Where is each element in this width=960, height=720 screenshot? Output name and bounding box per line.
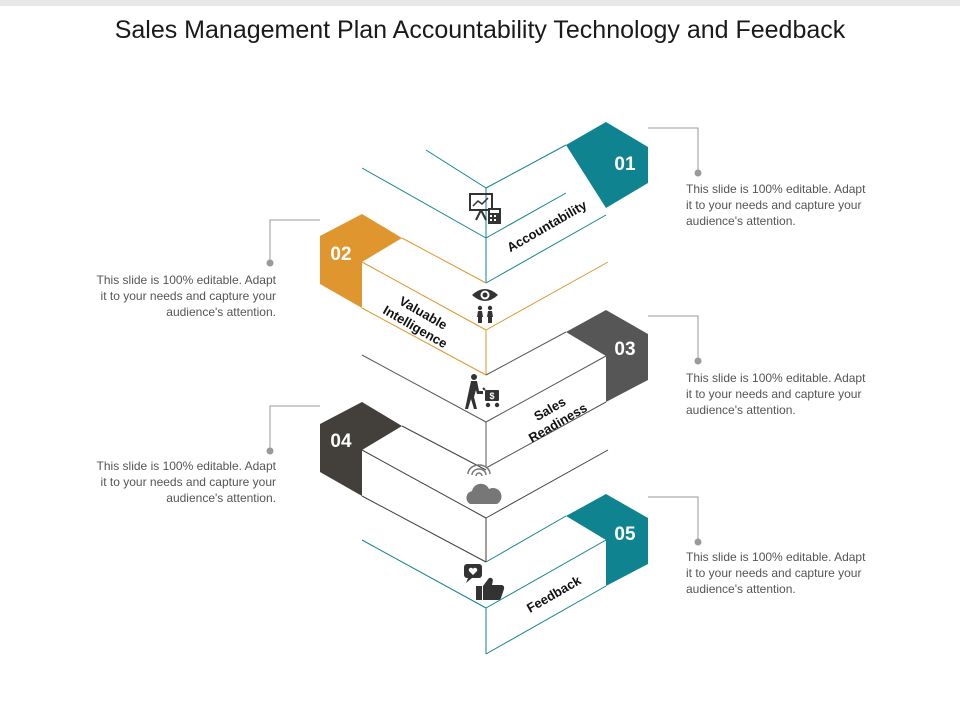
step-4-description-line: This slide is 100% editable. Adapt — [96, 459, 276, 473]
connector-3 — [648, 315, 702, 365]
step-3-number: 03 — [614, 339, 635, 360]
step-4-number: 04 — [330, 431, 352, 452]
step-5-description-line: audience's attention. — [686, 582, 796, 596]
step-2-chevron — [320, 214, 609, 376]
connector-5 — [648, 496, 702, 546]
step-4-accent — [320, 402, 402, 496]
step-2-description-line: it to your needs and capture your — [100, 289, 276, 303]
step-2-description-line: audience's attention. — [166, 305, 276, 319]
step-1-number: 01 — [614, 154, 636, 175]
slide-title: Sales Management Plan Accountability Tec… — [114, 16, 846, 44]
svg-text:$: $ — [489, 391, 494, 401]
step-2-description-line: This slide is 100% editable. Adapt — [96, 273, 276, 287]
wifi-cloud-icon — [466, 464, 502, 504]
step-1-description-line: This slide is 100% editable. Adapt — [686, 182, 866, 196]
step-5-chevron — [361, 494, 648, 655]
top-bar — [0, 0, 960, 6]
step-1-description-line: it to your needs and capture your — [686, 198, 862, 212]
step-3-description-line: audience's attention. — [686, 403, 796, 417]
step-4-description-line: audience's attention. — [166, 491, 276, 505]
step-3-description: This slide is 100% editable. Adapt it to… — [686, 370, 896, 418]
step-3-description-line: This slide is 100% editable. Adapt — [686, 371, 866, 385]
step-2-description: This slide is 100% editable. Adapt it to… — [66, 272, 276, 320]
step-4-chevron — [320, 402, 609, 563]
connector-1 — [648, 127, 702, 177]
connector-4 — [266, 405, 320, 455]
connector-2 — [266, 219, 320, 267]
presentation-calculator-icon — [469, 193, 501, 224]
step-5-description-line: it to your needs and capture your — [686, 566, 862, 580]
step-2-number: 02 — [330, 244, 351, 265]
step-1-description-line: audience's attention. — [686, 214, 796, 228]
step-5-description: This slide is 100% editable. Adapt it to… — [686, 549, 896, 597]
step-2-accent — [320, 214, 402, 308]
step-3-accent — [566, 310, 648, 402]
step-1-label: Accountability — [504, 197, 590, 255]
eye-people-icon — [472, 289, 498, 323]
step-3-description-line: it to your needs and capture your — [686, 387, 862, 401]
person-cart-icon: $ — [465, 374, 500, 409]
chat-thumbs-up-icon — [464, 564, 505, 601]
step-1-description: This slide is 100% editable. Adapt it to… — [686, 181, 896, 229]
step-5-accent — [566, 494, 648, 586]
step-4-description-line: it to your needs and capture your — [100, 475, 276, 489]
step-5-number: 05 — [614, 524, 636, 545]
step-3-chevron — [361, 310, 648, 469]
step-4-description: This slide is 100% editable. Adapt it to… — [66, 458, 276, 506]
step-5-description-line: This slide is 100% editable. Adapt — [686, 550, 866, 564]
step-1-accent-top — [566, 122, 648, 208]
step-5-label: Feedback — [524, 572, 584, 615]
step-1-chevron — [361, 122, 648, 284]
